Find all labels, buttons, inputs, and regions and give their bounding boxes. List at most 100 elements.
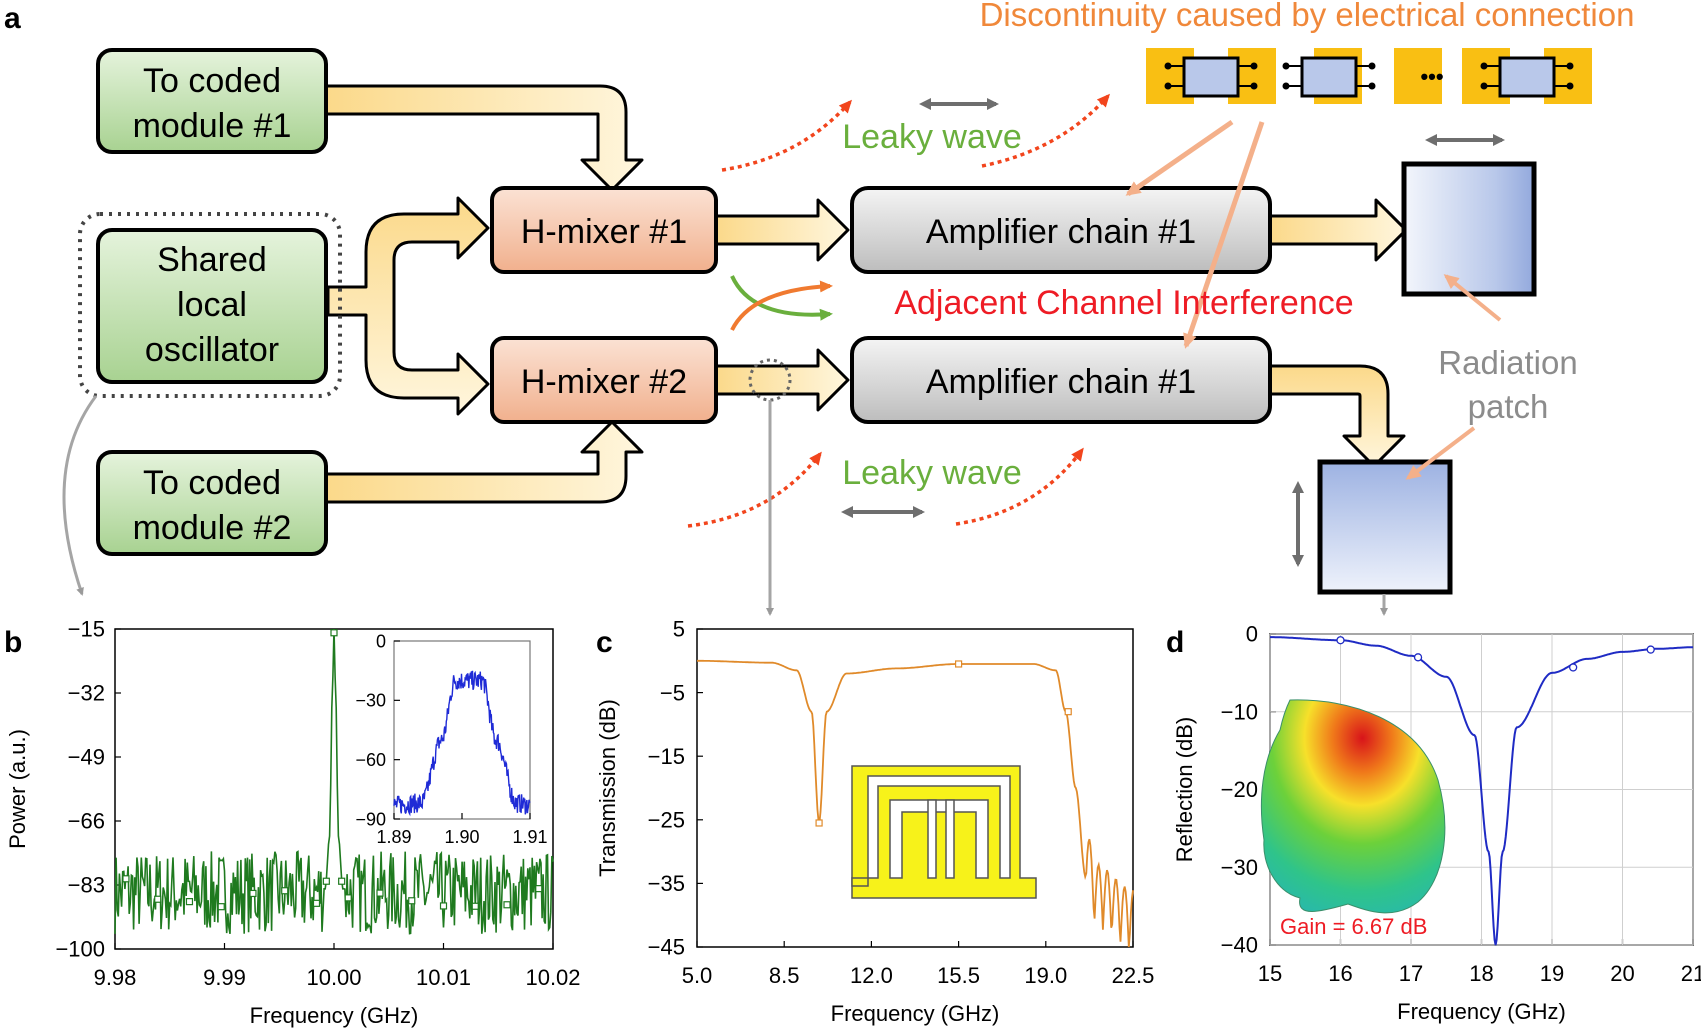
radiation-label-line2: patch bbox=[1468, 388, 1549, 425]
x-axis-label: Frequency (GHz) bbox=[1397, 999, 1566, 1024]
block-shared-oscillator: Shared local oscillator bbox=[96, 228, 328, 384]
data-marker bbox=[376, 889, 384, 897]
x-tick-label: 19.0 bbox=[1024, 963, 1067, 988]
block-oscillator-line1: Shared bbox=[157, 241, 267, 279]
x-tick-label: 16 bbox=[1328, 961, 1352, 986]
data-marker bbox=[439, 902, 448, 910]
pointer-to-amp1 bbox=[1125, 119, 1234, 197]
panel-label-b: b bbox=[4, 626, 22, 659]
double-arrows bbox=[841, 98, 1505, 567]
arrow-oscillator-split bbox=[326, 196, 490, 416]
y-axis-label: Power (a.u.) bbox=[5, 729, 30, 849]
data-marker bbox=[122, 875, 130, 883]
y-tick-label: −35 bbox=[648, 871, 685, 896]
arrow-amp2-patch2 bbox=[1268, 364, 1406, 468]
signal-arrows bbox=[324, 84, 1408, 504]
aci-label: Adjacent Channel Interference bbox=[894, 284, 1353, 322]
radiation-pointer-arrows bbox=[1405, 274, 1502, 480]
data-marker bbox=[344, 894, 352, 902]
gain-annotation: Gain = 6.67 dB bbox=[1280, 914, 1427, 939]
y-tick-label: 5 bbox=[673, 617, 685, 642]
y-tick-label: −100 bbox=[55, 937, 105, 962]
y-tick-label: −83 bbox=[68, 873, 105, 898]
radiation-label-line1: Radiation bbox=[1438, 344, 1577, 381]
y-tick-label: −30 bbox=[1221, 855, 1258, 880]
arrow-coded2-mixer2 bbox=[324, 420, 644, 504]
y-tick-label: −40 bbox=[1221, 933, 1258, 958]
series-transmission bbox=[697, 659, 1134, 948]
leaky-wave-arrows bbox=[687, 93, 1110, 528]
y-tick-label: −25 bbox=[648, 808, 685, 833]
aci-arrows bbox=[730, 275, 833, 331]
block-amplifier-chain-1: Amplifier chain #1 bbox=[850, 186, 1272, 274]
panel-label-c: c bbox=[596, 626, 613, 659]
arrow-mixer2-amp2 bbox=[714, 348, 850, 412]
data-marker bbox=[1336, 636, 1345, 645]
x-tick-label: 1.91 bbox=[512, 827, 547, 847]
x-axis-label: Frequency (GHz) bbox=[831, 1001, 1000, 1026]
series-inset-spectrum bbox=[393, 670, 531, 817]
y-tick-label: −60 bbox=[355, 750, 386, 770]
data-marker bbox=[249, 889, 257, 898]
x-tick-label: 17 bbox=[1399, 961, 1423, 986]
x-tick-label: 21 bbox=[1681, 961, 1701, 986]
y-tick-label: −10 bbox=[1221, 699, 1258, 724]
leaky-wave-label-top: Leaky wave bbox=[842, 118, 1022, 156]
chip-2 bbox=[1282, 48, 1442, 104]
data-marker bbox=[185, 898, 194, 906]
block-h-mixer-2: H-mixer #2 bbox=[490, 336, 718, 424]
x-tick-label: 8.5 bbox=[769, 963, 800, 988]
block-coded1-line2: module #1 bbox=[133, 107, 292, 145]
block-coded-module-1: To coded module #1 bbox=[96, 48, 328, 154]
chip-1 bbox=[1146, 48, 1276, 104]
block-coded2-line1: To coded bbox=[143, 464, 281, 502]
discontinuity-pointer-arrows bbox=[1125, 119, 1265, 349]
radiation-patch-1 bbox=[1401, 161, 1537, 297]
x-tick-label: 22.5 bbox=[1112, 963, 1155, 988]
data-marker bbox=[815, 819, 823, 827]
x-tick-label: 15 bbox=[1258, 961, 1282, 986]
x-tick-label: 1.89 bbox=[376, 827, 411, 847]
data-marker bbox=[1646, 645, 1655, 654]
x-tick-label: 10.00 bbox=[306, 965, 361, 990]
y-tick-label: −49 bbox=[68, 745, 105, 770]
x-tick-label: 9.98 bbox=[94, 965, 137, 990]
x-tick-label: 1.90 bbox=[444, 827, 479, 847]
radiation-pattern-3d bbox=[1260, 699, 1446, 914]
y-tick-label: −45 bbox=[648, 935, 685, 960]
y-tick-label: −90 bbox=[355, 809, 386, 829]
radiation-patch-2 bbox=[1317, 459, 1453, 595]
panel-connectors bbox=[62, 358, 1388, 616]
y-axis-label: Transmission (dB) bbox=[595, 699, 620, 877]
block-amp2-label: Amplifier chain #1 bbox=[926, 363, 1196, 401]
block-h-mixer-1: H-mixer #1 bbox=[490, 186, 718, 274]
block-oscillator-line2: local bbox=[177, 286, 247, 324]
data-marker bbox=[312, 899, 321, 907]
data-marker bbox=[408, 897, 416, 905]
y-tick-label: 0 bbox=[1246, 622, 1258, 647]
arrow-mixer1-amp1 bbox=[714, 198, 850, 262]
data-marker bbox=[154, 895, 162, 903]
arrow-coded1-mixer1 bbox=[324, 84, 644, 192]
y-tick-label: −30 bbox=[355, 691, 386, 711]
block-amplifier-chain-2: Amplifier chain #1 bbox=[850, 336, 1272, 424]
block-amp1-label: Amplifier chain #1 bbox=[926, 213, 1196, 251]
data-marker bbox=[1569, 663, 1578, 672]
x-tick-label: 12.0 bbox=[850, 963, 893, 988]
data-marker bbox=[503, 901, 511, 909]
data-marker bbox=[322, 877, 330, 885]
filter-layout-drawing bbox=[851, 765, 1037, 899]
panel-label-a: a bbox=[4, 2, 21, 35]
connection-chips: ••• bbox=[1146, 48, 1592, 104]
y-tick-label: −66 bbox=[68, 809, 105, 834]
arrow-amp1-patch1 bbox=[1268, 198, 1408, 262]
chip-ellipsis: ••• bbox=[1420, 64, 1443, 89]
x-tick-label: 5.0 bbox=[682, 963, 713, 988]
x-tick-label: 19 bbox=[1540, 961, 1564, 986]
block-coded-module-2: To coded module #2 bbox=[96, 450, 328, 556]
data-marker bbox=[1413, 653, 1423, 662]
block-oscillator-line3: oscillator bbox=[145, 331, 279, 369]
